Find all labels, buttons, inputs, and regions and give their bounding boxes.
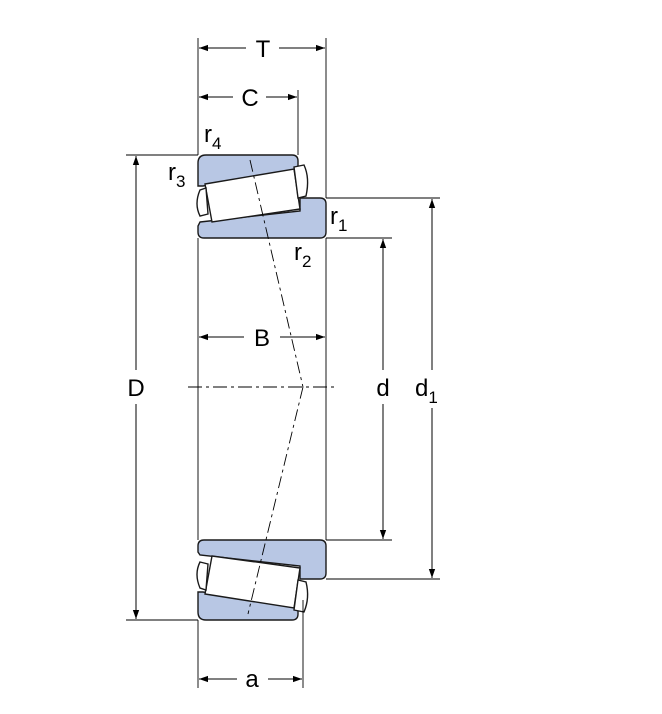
cage-lower-right bbox=[293, 579, 309, 613]
cage-upper-left bbox=[196, 187, 209, 217]
label-d: d bbox=[376, 375, 389, 402]
label-r2: r2 bbox=[294, 239, 311, 271]
inner-ring-upper bbox=[197, 197, 327, 239]
roller-upper bbox=[204, 168, 301, 223]
cage-lower-left bbox=[196, 561, 209, 591]
pressure-line-lower bbox=[247, 386, 304, 615]
label-r3: r3 bbox=[168, 159, 185, 191]
label-C: C bbox=[241, 85, 258, 112]
pressure-line-upper bbox=[249, 159, 304, 388]
label-D: D bbox=[127, 375, 144, 402]
label-B: B bbox=[254, 325, 270, 352]
cage-upper-right bbox=[293, 164, 309, 199]
outer-ring-lower bbox=[197, 591, 299, 621]
inner-ring-lower bbox=[197, 539, 327, 580]
label-a: a bbox=[245, 666, 259, 693]
label-r1: r1 bbox=[330, 203, 347, 235]
label-d1: d1 bbox=[415, 375, 438, 407]
label-r4: r4 bbox=[204, 121, 221, 153]
label-T: T bbox=[256, 36, 271, 63]
